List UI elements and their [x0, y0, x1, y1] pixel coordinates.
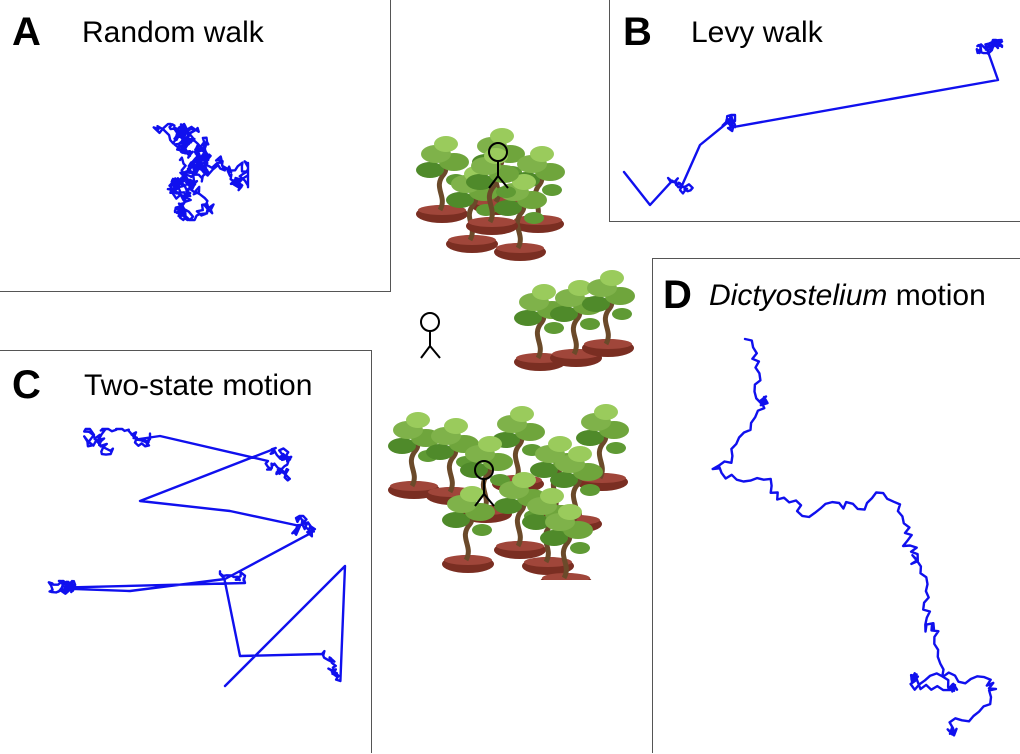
panel-title-c: Two-state motion [84, 369, 313, 402]
panel-letter-b: B [623, 10, 652, 54]
panel-two-state-motion: C Two-state motion [0, 350, 372, 753]
dictyostelium-trajectory [711, 337, 998, 737]
panel-levy-walk: B Levy walk [609, 0, 1020, 222]
two-state-path [47, 427, 347, 688]
levy-walk-path [622, 38, 1004, 207]
panel-dictyostelium-motion: D Dictyostelium motion [652, 258, 1020, 753]
panel-letter-d: D [663, 273, 692, 317]
panel-title-d-rest: motion [887, 279, 986, 312]
random-walk-path [152, 122, 250, 222]
panel-letter-a: A [12, 10, 41, 54]
panel-title-b: Levy walk [691, 16, 823, 49]
two-state-trajectory [47, 427, 347, 688]
panel-letter-c: C [12, 363, 41, 407]
organism-name: Dictyostelium [709, 279, 888, 312]
levy-walk-trajectory [622, 38, 1004, 207]
random-walk-trajectory [152, 122, 250, 222]
panel-random-walk: A Random walk [0, 0, 391, 292]
dictyostelium-path [711, 337, 998, 737]
forager-scene [380, 110, 650, 580]
panel-title-a: Random walk [82, 16, 264, 49]
panel-title-d: Dictyostelium motion [709, 281, 986, 311]
